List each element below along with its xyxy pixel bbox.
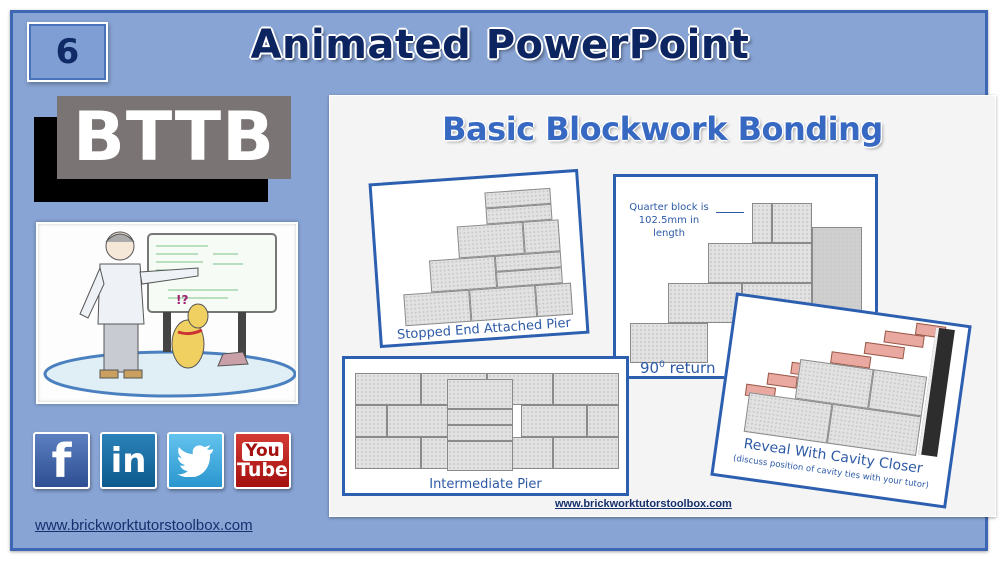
pier-block: [447, 409, 513, 425]
pier-block: [447, 379, 513, 409]
block: [456, 221, 525, 259]
pier-block: [447, 441, 513, 471]
block: [469, 285, 538, 322]
block: [553, 373, 619, 405]
quarter-block-annotation: Quarter block is 102.5mm in length: [629, 202, 709, 239]
block: [403, 289, 472, 327]
pier-block: [447, 425, 513, 441]
block: [534, 282, 574, 318]
social-icons: f in You Tube: [33, 432, 291, 489]
block: [668, 283, 742, 323]
card-reveal-with-cavity-closer: Reveal With Cavity Closer (discuss posit…: [710, 292, 972, 509]
twitter-icon[interactable]: [167, 432, 224, 489]
website-link[interactable]: www.brickworktutorstoolbox.com: [35, 517, 253, 534]
block: [708, 243, 812, 283]
cartoon-illustration: !?: [36, 222, 298, 404]
block: [553, 437, 619, 469]
quarter-block: [752, 203, 772, 243]
panel-title: Basic Blockwork Bonding: [442, 110, 883, 148]
card-stopped-end-attached-pier: Stopped End Attached Pier: [368, 168, 590, 349]
block: [387, 405, 453, 437]
twitter-bird-icon: [176, 444, 213, 477]
linkedin-icon[interactable]: in: [100, 432, 157, 489]
block: [355, 437, 421, 469]
youtube-icon[interactable]: You Tube: [234, 432, 291, 489]
svg-text:!?: !?: [176, 293, 188, 307]
block: [587, 405, 619, 437]
slide-number: 6: [55, 32, 80, 72]
tutor-and-dog-illustration: !?: [43, 231, 296, 398]
block: [429, 255, 498, 293]
logo-text: BTTB: [73, 98, 275, 177]
block: [521, 405, 587, 437]
card-caption: Intermediate Pier: [429, 477, 542, 492]
facebook-icon[interactable]: f: [33, 432, 90, 489]
block: [772, 203, 812, 243]
block: [355, 373, 421, 405]
slide-title: Animated PowerPoint: [250, 22, 750, 68]
panel-website-link[interactable]: www.brickworktutorstoolbox.com: [555, 498, 732, 510]
content-panel: Basic Blockwork Bonding Stopped End Atta…: [329, 95, 996, 517]
card-caption: 900 return: [640, 359, 716, 377]
slide-number-box: 6: [27, 22, 108, 82]
arrow-icon: [716, 212, 744, 213]
block: [355, 405, 387, 437]
bttb-logo: BTTB: [57, 96, 291, 179]
block: [630, 323, 708, 363]
card-intermediate-pier: Intermediate Pier: [342, 356, 629, 496]
block: [522, 219, 561, 254]
